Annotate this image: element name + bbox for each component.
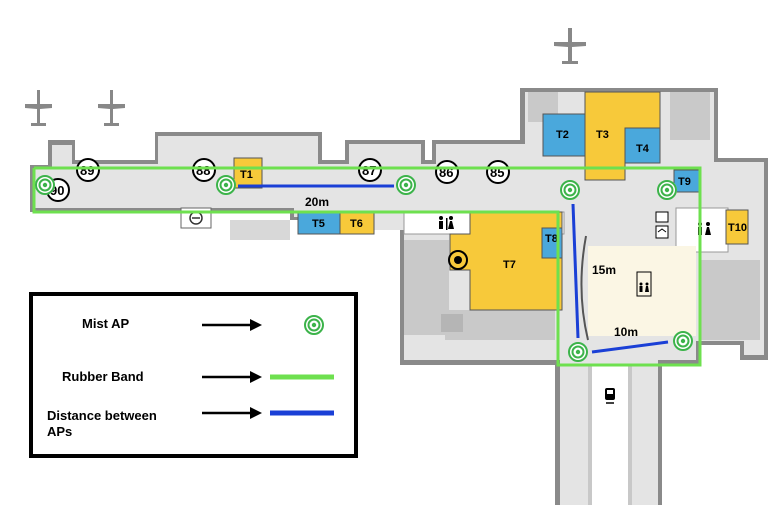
label-t3: T3: [596, 129, 609, 141]
label-t7: T7: [503, 259, 516, 271]
label-t6: T6: [350, 218, 363, 230]
train-icon: [605, 388, 615, 404]
svg-text:88: 88: [196, 163, 210, 178]
distance-lines: [238, 184, 669, 354]
svg-text:87: 87: [362, 163, 376, 178]
ap-icon: [396, 175, 416, 195]
label-t2: T2: [556, 129, 569, 141]
legend-label-mist-ap: Mist AP: [82, 316, 130, 331]
airplane-icon: [25, 90, 52, 126]
label-t1: T1: [240, 169, 253, 181]
ap-icon: [568, 342, 588, 362]
distance-line-15m: [571, 203, 580, 339]
label-t8: T8: [545, 233, 558, 245]
rubber-band: [32, 166, 702, 367]
ap-icon: [35, 175, 55, 195]
distance-label-20m: 20m: [305, 195, 329, 209]
info-icon: [448, 250, 468, 270]
legend-label-distance: Distance between APs: [47, 408, 160, 439]
restroom-icon: [439, 216, 454, 230]
label-t5: T5: [312, 218, 325, 230]
airplane-icon: [554, 28, 586, 64]
gate-85: 85: [486, 160, 510, 184]
ap-icon: [216, 175, 236, 195]
gate-87: 87: [358, 158, 382, 182]
terminal-rooms: [233, 91, 749, 311]
arrow-icon: [202, 371, 262, 383]
escalator: [580, 235, 589, 341]
room-t4: [624, 127, 661, 164]
gate-86: 86: [435, 160, 459, 184]
label-t9: T9: [678, 176, 691, 188]
ap-icon: [304, 315, 324, 335]
ap-markers: [35, 175, 693, 362]
gate-89: 89: [76, 158, 100, 182]
label-t4: T4: [636, 143, 650, 155]
distance-label-15m: 15m: [592, 263, 616, 277]
arrow-icon: [202, 407, 262, 419]
airplane-icon: [98, 90, 125, 126]
distance-line-10m: [591, 340, 669, 354]
legend: Mist AP Rubber Band Distance between APs: [29, 292, 358, 458]
ap-icon: [673, 331, 693, 351]
distance-label-10m: 10m: [614, 325, 638, 339]
room-t1: [233, 157, 263, 189]
label-t10: T10: [728, 222, 747, 234]
svg-text:89: 89: [80, 163, 94, 178]
restroom-icon: [636, 271, 652, 297]
elevator-icon: [655, 211, 669, 239]
gate-88: 88: [192, 158, 216, 182]
room-t10: [725, 209, 749, 245]
ap-icon: [657, 180, 677, 200]
distance-labels: 20m 15m 10m: [305, 195, 638, 339]
ap-icon: [560, 180, 580, 200]
arrow-icon: [202, 319, 262, 331]
legend-label-rubber-band: Rubber Band: [62, 369, 144, 384]
terminal-labels: T1 T2 T3 T4 T5 T6 T7 T8 T9 T10: [240, 129, 747, 271]
